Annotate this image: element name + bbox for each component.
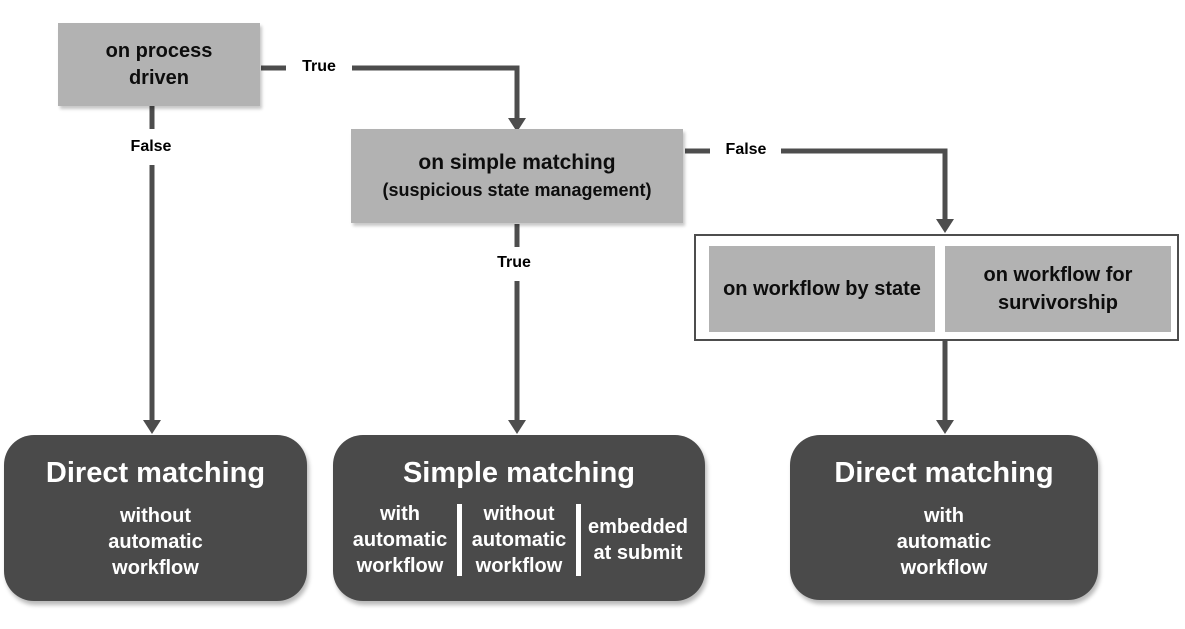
node-simple-matching: Simple matching with automatic workflow … (333, 435, 705, 601)
edge-label-true-mid: True (491, 254, 537, 272)
edge-true-top-line (352, 65, 520, 118)
option-without-automatic-workflow: without automatic workflow (471, 503, 567, 577)
node-on-workflow-by-state: on workflow by state (709, 246, 935, 332)
simple-matching-options: with automatic workflow without automati… (333, 501, 705, 579)
option-divider (576, 504, 581, 576)
workflow-group: on workflow by state on workflow for sur… (694, 234, 1179, 341)
option-with-automatic-workflow: with automatic workflow (352, 503, 448, 577)
node-on-simple-matching-title: on simple matching (418, 151, 616, 174)
option-embedded-at-submit: embedded at submit (587, 516, 689, 564)
node-on-workflow-for-survivorship-label: on workflow for survivorship (983, 264, 1133, 314)
node-simple-matching-title: Simple matching (402, 457, 636, 489)
node-on-workflow-for-survivorship: on workflow for survivorship (945, 246, 1171, 332)
edge-false-left-arrowhead (143, 420, 161, 434)
node-direct-matching-with-workflow-title: Direct matching (834, 457, 1054, 489)
edge-label-false-left: False (124, 138, 178, 156)
edge-label-false-right: False (719, 141, 773, 159)
node-direct-matching-with-workflow: Direct matching with automatic workflow (790, 435, 1098, 600)
edge-label-true-top: True (296, 58, 342, 76)
node-direct-matching-with-workflow-subtitle: with automatic workflow (896, 505, 992, 579)
node-direct-matching-without-workflow: Direct matching without automatic workfl… (4, 435, 307, 601)
node-direct-matching-without-workflow-subtitle: without automatic workflow (108, 505, 203, 579)
node-on-workflow-by-state-label: on workflow by state (723, 278, 921, 300)
edge-true-mid-arrowhead (508, 420, 526, 434)
edge-false-right-arrowhead (936, 219, 954, 233)
node-on-simple-matching: on simple matching (suspicious state man… (351, 129, 683, 223)
option-divider (457, 504, 462, 576)
node-on-process-driven: on process driven (58, 23, 260, 106)
node-on-simple-matching-subtitle: (suspicious state management) (382, 180, 652, 200)
edge-group-down-arrowhead (936, 420, 954, 434)
node-direct-matching-without-workflow-title: Direct matching (45, 457, 266, 489)
node-on-process-driven-label: on process driven (105, 39, 213, 89)
edge-false-right-line (781, 148, 948, 219)
